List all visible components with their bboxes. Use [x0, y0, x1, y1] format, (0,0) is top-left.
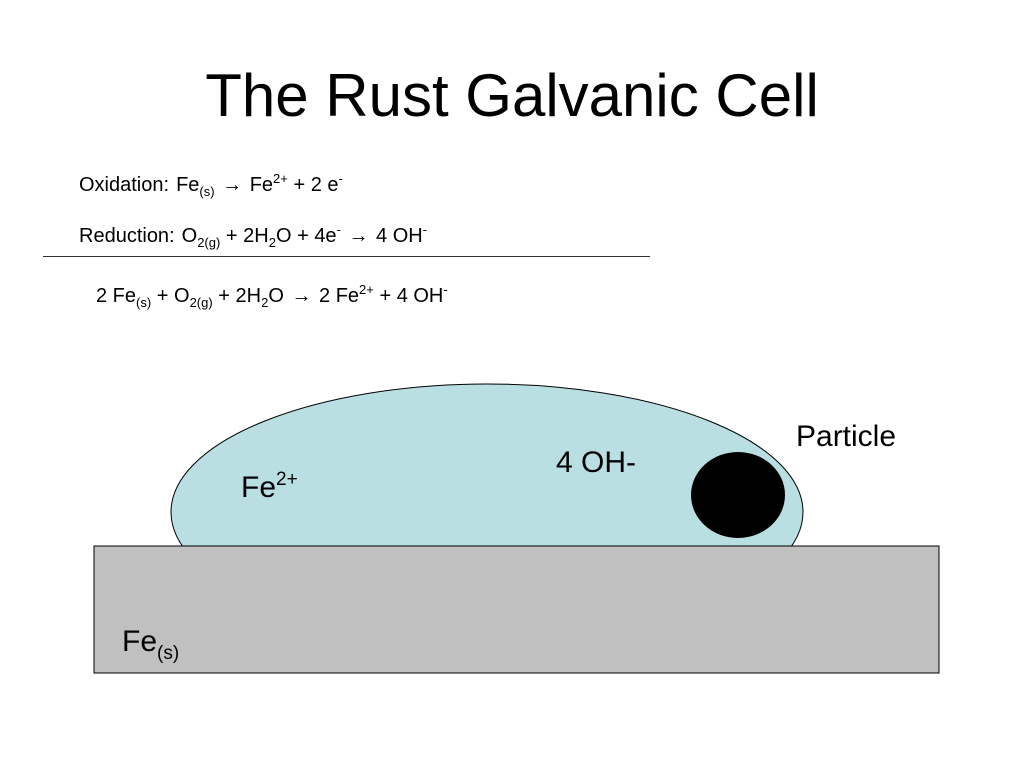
reduction-oxygen-subscript: 2(g): [197, 235, 221, 250]
oxidation-equation: Oxidation:Fe(s) → Fe2+ + 2 e-: [79, 171, 343, 199]
oxidation-arrow: →: [222, 174, 243, 196]
overall-water-subscript: 2: [261, 295, 269, 310]
iron-solid-state: (s): [157, 643, 180, 664]
reduction-arrow: →: [348, 225, 369, 247]
overall-fe: 2 Fe: [96, 285, 137, 307]
equation-sum-line: [43, 256, 650, 257]
oxidation-plus: +: [293, 174, 306, 196]
overall-water-h: 2H: [235, 285, 262, 307]
overall-product-fe: 2 Fe: [319, 285, 360, 307]
overall-product-oh-charge: -: [443, 282, 448, 297]
dirt-particle: [691, 452, 785, 538]
reduction-electrons: 4e: [314, 225, 337, 247]
reduction-plus-2: +: [297, 225, 309, 247]
oxidation-reactant-fe: Fe: [176, 174, 200, 196]
overall-product-fe-charge: 2+: [359, 282, 374, 297]
iron-solid-label: Fe(s): [122, 624, 179, 663]
overall-plus-3: +: [379, 285, 392, 307]
reduction-plus-1: +: [225, 225, 238, 247]
hydroxide-label: 4 OH-: [556, 446, 637, 479]
reduction-electron-charge: -: [336, 222, 341, 237]
iron-solid-symbol: Fe: [122, 625, 158, 658]
reduction-label: Reduction:: [79, 225, 175, 247]
reduction-water-o: O: [275, 225, 292, 247]
overall-product-oh: 4 OH: [396, 285, 444, 307]
oxidation-electrons: 2 e: [310, 174, 339, 196]
oxidation-product-fe: Fe: [249, 174, 274, 196]
reduction-equation: Reduction:O2(g) + 2H2O + 4e- → 4 OH-: [79, 222, 428, 250]
oxidation-label: Oxidation:: [79, 174, 170, 196]
iron-ion-label: Fe2+: [241, 470, 298, 506]
reduction-product: 4 OH: [376, 225, 423, 247]
overall-oxygen-subscript: 2(g): [189, 295, 213, 310]
overall-oxygen: O: [174, 285, 190, 307]
reduction-product-charge: -: [422, 222, 428, 237]
oxidation-electron-charge: -: [338, 171, 343, 186]
overall-water-o: O: [268, 285, 284, 307]
overall-plus-2: +: [218, 285, 230, 307]
reduction-water-h: 2H: [243, 225, 269, 247]
overall-plus-1: +: [156, 285, 169, 307]
overall-equation: 2 Fe(s) + O2(g) + 2H2O → 2 Fe2+ + 4 OH-: [96, 282, 448, 310]
reduction-oxygen: O: [181, 225, 198, 247]
iron-ion-symbol: Fe: [241, 471, 277, 504]
page-title: The Rust Galvanic Cell: [205, 62, 819, 129]
oxidation-product-charge: 2+: [273, 171, 288, 186]
oxidation-reactant-state: (s): [199, 184, 215, 199]
particle-label: Particle: [796, 420, 897, 453]
iron-surface: [93, 545, 940, 674]
overall-fe-state: (s): [136, 295, 152, 310]
reduction-water-subscript: 2: [268, 235, 276, 250]
overall-arrow: →: [291, 285, 312, 307]
iron-ion-charge: 2+: [276, 469, 298, 490]
